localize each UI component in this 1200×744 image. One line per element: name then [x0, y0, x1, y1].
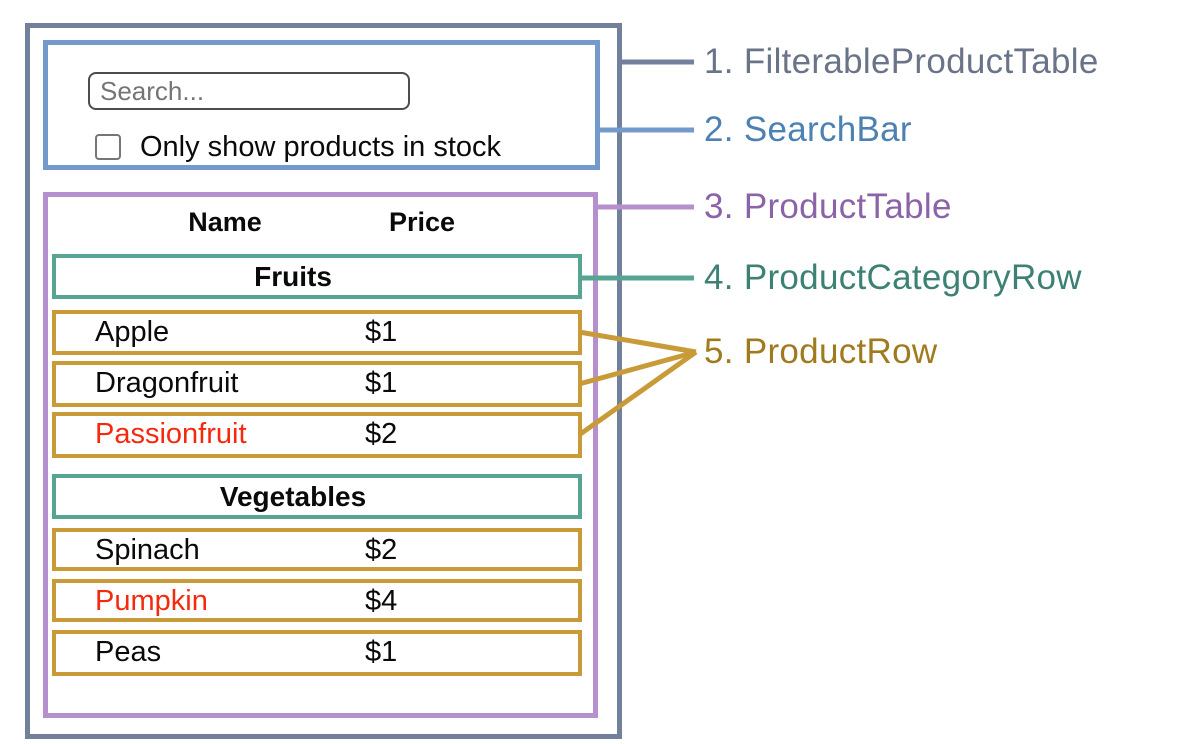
product-price: $1: [365, 367, 398, 399]
product-row: Dragonfruit $1: [52, 361, 582, 407]
product-category-row: Fruits: [52, 254, 582, 299]
product-row: Passionfruit $2: [52, 412, 582, 458]
in-stock-checkbox[interactable]: [95, 134, 121, 160]
label-search-bar: 2. SearchBar: [704, 110, 912, 149]
product-price: $4: [365, 585, 398, 617]
product-row: Spinach $2: [52, 528, 582, 571]
product-row: Pumpkin $4: [52, 579, 582, 622]
product-category-row: Vegetables: [52, 474, 582, 519]
product-price: $1: [365, 636, 398, 668]
column-header-price: Price: [388, 207, 456, 237]
search-input[interactable]: [88, 72, 410, 110]
product-price: $1: [365, 316, 398, 348]
column-header-name: Name: [188, 207, 262, 237]
product-name: Dragonfruit: [95, 367, 239, 399]
in-stock-filter-row: Only show products in stock: [95, 132, 501, 162]
product-name: Spinach: [95, 534, 200, 566]
product-price: $2: [365, 534, 398, 566]
product-name-out-of-stock: Pumpkin: [95, 585, 208, 617]
product-row: Peas $1: [52, 630, 582, 676]
product-name: Peas: [95, 636, 162, 668]
category-label: Vegetables: [219, 481, 367, 512]
product-table-box: Name Price Fruits Apple $1 Dragonfruit $…: [43, 192, 598, 718]
product-row: Apple $1: [52, 310, 582, 355]
label-product-category-row: 4. ProductCategoryRow: [704, 258, 1082, 297]
product-name: Apple: [95, 316, 170, 348]
label-product-table: 3. ProductTable: [704, 187, 952, 226]
category-label: Fruits: [254, 261, 332, 292]
in-stock-checkbox-label: Only show products in stock: [140, 131, 502, 163]
product-name-out-of-stock: Passionfruit: [95, 418, 247, 450]
label-filterable-product-table: 1. FilterableProductTable: [704, 42, 1099, 81]
product-price: $2: [365, 418, 398, 450]
search-bar-box: Only show products in stock: [43, 40, 600, 170]
label-product-row: 5. ProductRow: [704, 332, 938, 371]
filterable-product-table-box: Only show products in stock Name Price F…: [25, 23, 622, 739]
